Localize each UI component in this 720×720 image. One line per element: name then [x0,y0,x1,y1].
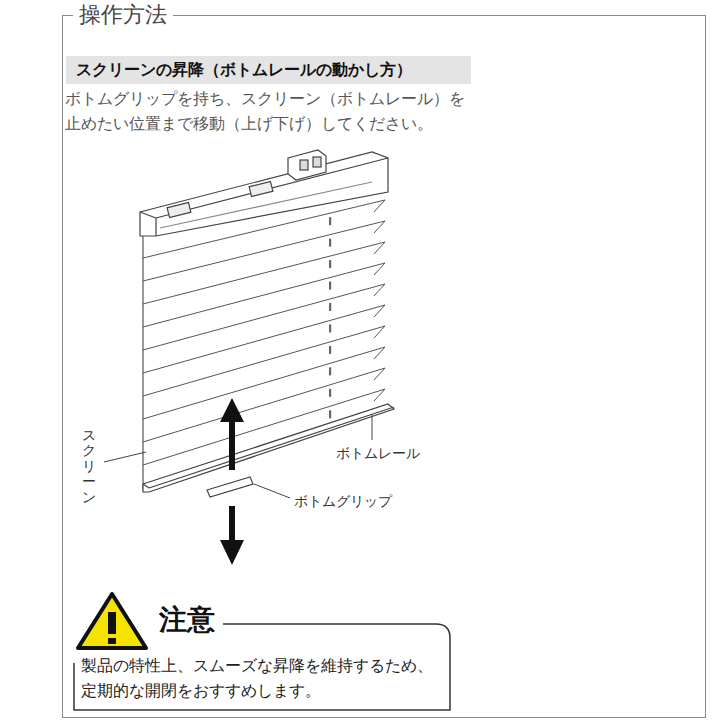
cord-segment [329,239,331,247]
part-label: スクリーン [82,428,96,505]
part-label: ボトムグリップ [294,493,392,509]
pleat-line [143,347,385,419]
lift-cord [329,217,331,418]
instruction-text: ボトムグリップを持ち、スクリーン（ボトムレール）を 止めたい位置まで移動（上げ下… [65,86,475,136]
pleat-line [143,368,385,442]
cord-segment [329,282,331,290]
move-arrows [220,398,244,565]
cord-segment [329,389,331,397]
pleat-line [143,284,385,350]
caution-text: 製品の特性上、スムーズな昇降を維持するため、 定期的な開閉をおすすめします。 [81,653,443,703]
warning-icon [78,594,146,648]
head-rail [140,152,388,236]
leader-lines [104,414,372,498]
caution-title: 注意 [155,603,219,637]
cord-segment [329,410,331,418]
pleat-line [143,305,385,373]
heading-bar: スクリーンの昇降（ボトムレールの動かし方） [66,56,471,84]
cord-segment [329,260,331,268]
pleat-line [143,200,385,258]
caution-border [74,624,450,710]
cord-segment [329,367,331,375]
cord-segment [329,303,331,311]
pleat-line [143,326,385,396]
screen-pleats [143,200,385,465]
cord-segment [329,217,331,225]
screen-edge [142,236,143,490]
cord-segment [329,346,331,354]
part-label: ボトムレール [336,445,420,461]
bottom-grip [207,477,253,497]
cord-segment [329,324,331,332]
bracket [288,150,326,180]
heading-text: スクリーンの昇降（ボトムレールの動かし方） [76,60,461,80]
section-title: 操作方法 [73,1,173,29]
caution-box: 注意製品の特性上、スムーズな昇降を維持するため、 定期的な開閉をおすすめします。 [73,623,451,711]
